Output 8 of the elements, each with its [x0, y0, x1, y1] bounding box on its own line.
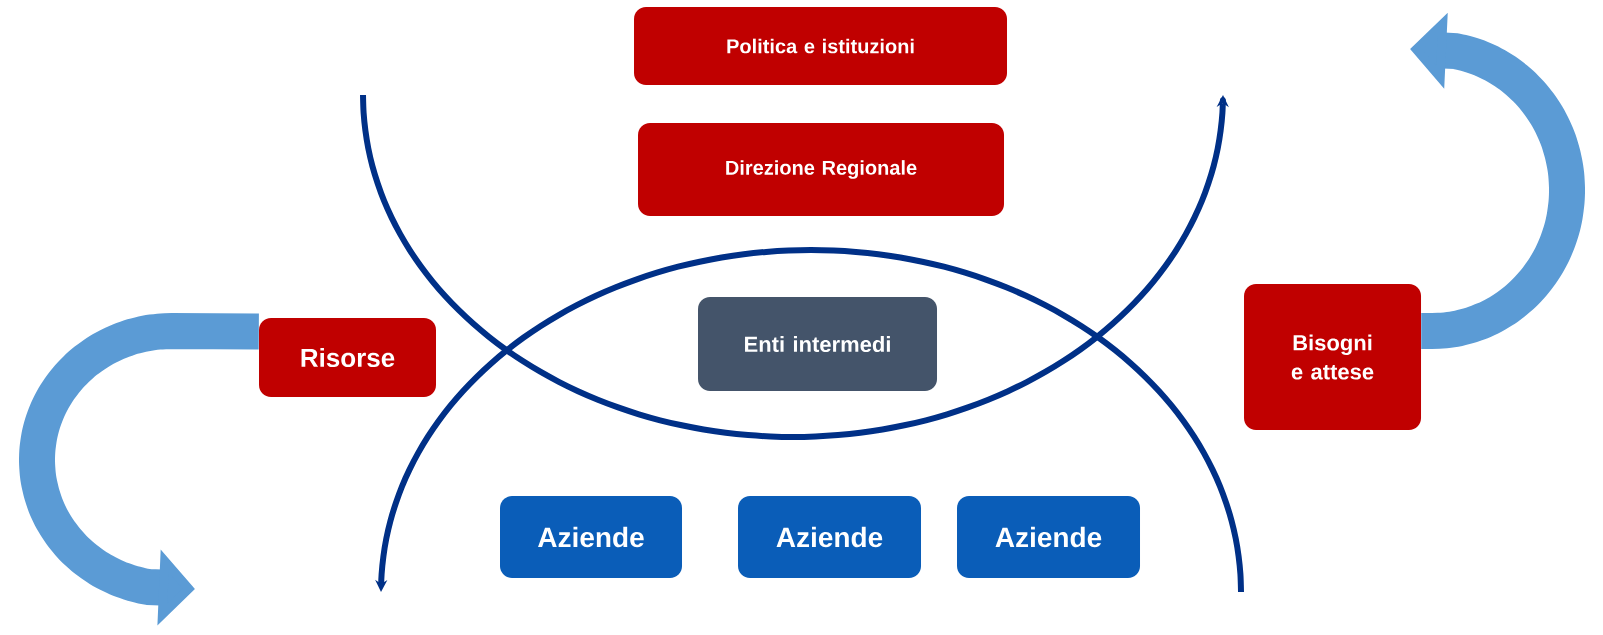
- label-box: Politica e istituzioni: [634, 7, 1007, 85]
- label-box: Bisogni e attese: [1244, 284, 1421, 430]
- label-box: Enti intermedi: [698, 297, 937, 391]
- label-box: Aziende: [500, 496, 682, 578]
- label-box: Direzione Regionale: [638, 123, 1004, 216]
- label-box: Aziende: [957, 496, 1140, 578]
- label-box: Aziende: [738, 496, 921, 578]
- label-box: Risorse: [259, 318, 436, 397]
